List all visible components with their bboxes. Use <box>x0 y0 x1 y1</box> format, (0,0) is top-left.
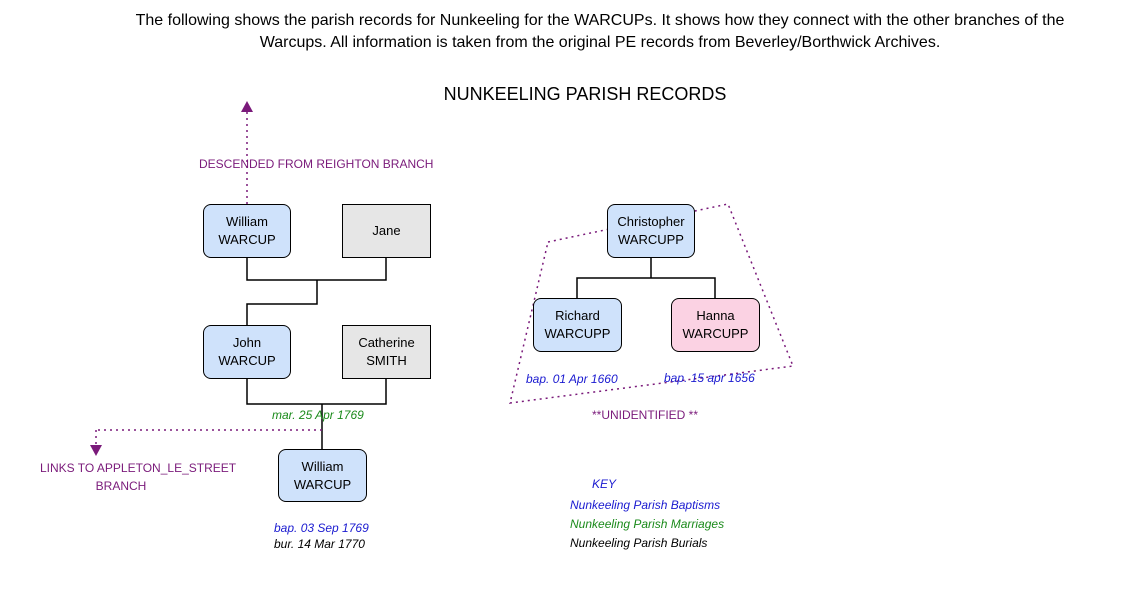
person-jane: Jane <box>342 204 431 258</box>
person-christopher-warcupp: Christopher WARCUPP <box>607 204 695 258</box>
key-baptisms: Nunkeeling Parish Baptisms <box>570 498 721 512</box>
william-jr-baptism: bap. 03 Sep 1769 <box>274 521 369 535</box>
appleton-label-line-2: BRANCH <box>95 479 147 493</box>
key-title: KEY <box>592 477 617 491</box>
hanna-baptism: bap. 15 apr 1656 <box>664 371 755 385</box>
person-hanna-warcupp: Hanna WARCUPP <box>671 298 760 352</box>
surname: WARCUPP <box>682 326 749 341</box>
appleton-link-label: LINKS TO APPLETON_LE_STREET BRANCH <box>40 459 237 495</box>
surname: WARCUP <box>293 476 352 492</box>
person-richard-warcupp: Richard WARCUPP <box>533 298 622 352</box>
first-name: Christopher <box>617 214 685 229</box>
unidentified-label: **UNIDENTIFIED ** <box>592 408 699 422</box>
intro-text: The following shows the parish records f… <box>60 10 1128 54</box>
person-william-warcup-jr: William WARCUP <box>278 449 367 502</box>
person-catherine-smith: Catherine SMITH <box>342 325 431 379</box>
surname: WARCUP <box>218 232 276 247</box>
intro-line-1: The following shows the parish records f… <box>135 12 1065 29</box>
richard-baptism: bap. 01 Apr 1660 <box>526 372 618 386</box>
couple-line-john-catherine <box>246 378 387 405</box>
sibling-line-richard-hanna <box>576 277 716 298</box>
person-william-warcup-sr: William WARCUP <box>203 204 291 258</box>
first-name: William <box>301 458 344 474</box>
appleton-label-line-1: LINKS TO APPLETON_LE_STREET <box>40 461 237 475</box>
reighton-arrow-head <box>241 101 253 112</box>
intro-line-2: Warcups. All information is taken from t… <box>259 34 941 51</box>
couple-line-william-jane <box>246 258 387 281</box>
first-name: John <box>232 335 262 350</box>
first-name: Jane <box>372 223 401 238</box>
surname: WARCUPP <box>544 326 611 341</box>
william-jr-burial: bur. 14 Mar 1770 <box>274 537 365 551</box>
surname: WARCUP <box>218 353 276 368</box>
surname: SMITH <box>366 353 407 368</box>
person-john-warcup: John WARCUP <box>203 325 291 379</box>
marriage-event: mar. 25 Apr 1769 <box>272 408 364 422</box>
first-name: Hanna <box>696 308 735 323</box>
first-name: Richard <box>555 308 600 323</box>
key-burials: Nunkeeling Parish Burials <box>570 536 708 550</box>
first-name: William <box>226 214 268 229</box>
descent-line-john <box>246 280 318 325</box>
first-name: Catherine <box>358 335 415 350</box>
appleton-arrow-head <box>90 445 102 456</box>
page-title: NUNKEELING PARISH RECORDS <box>443 84 727 104</box>
reighton-link-label: DESCENDED FROM REIGHTON BRANCH <box>199 157 434 171</box>
surname: WARCUPP <box>618 232 684 247</box>
key-marriages: Nunkeeling Parish Marriages <box>570 517 725 531</box>
